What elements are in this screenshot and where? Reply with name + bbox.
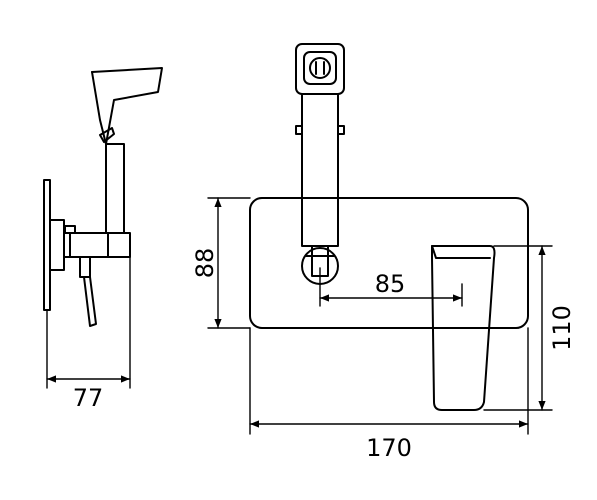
front-spray-face [303,51,337,85]
side-hose [83,276,97,327]
front-lever-top [431,245,491,259]
front-trigger-left [295,125,303,135]
dim-height-label: 110 [548,305,576,351]
side-view: 77 [43,67,163,412]
front-handle-shaft [301,93,339,247]
side-valve-body [63,232,131,258]
dim-width-label: 170 [366,434,412,462]
side-spray-head [91,67,163,145]
side-body-seams [69,232,109,258]
dim-plate-height-label: 88 [191,248,219,279]
front-trigger-right [337,125,345,135]
front-spray-head [295,43,345,95]
side-hose-outlet [79,256,91,278]
front-spray-nozzle [309,57,331,79]
side-spray-head-back [91,71,107,145]
front-nozzle-slots [315,61,325,75]
front-wall-plate [249,197,529,329]
side-holder-post [105,143,125,234]
dim-depth-label: 77 [73,384,104,412]
front-lever [431,245,496,411]
side-nut [64,225,76,234]
side-flange [49,219,65,271]
front-view: 88 85 110 170 [191,43,576,462]
side-trigger [99,127,115,143]
dim-offset-label: 85 [375,270,406,298]
